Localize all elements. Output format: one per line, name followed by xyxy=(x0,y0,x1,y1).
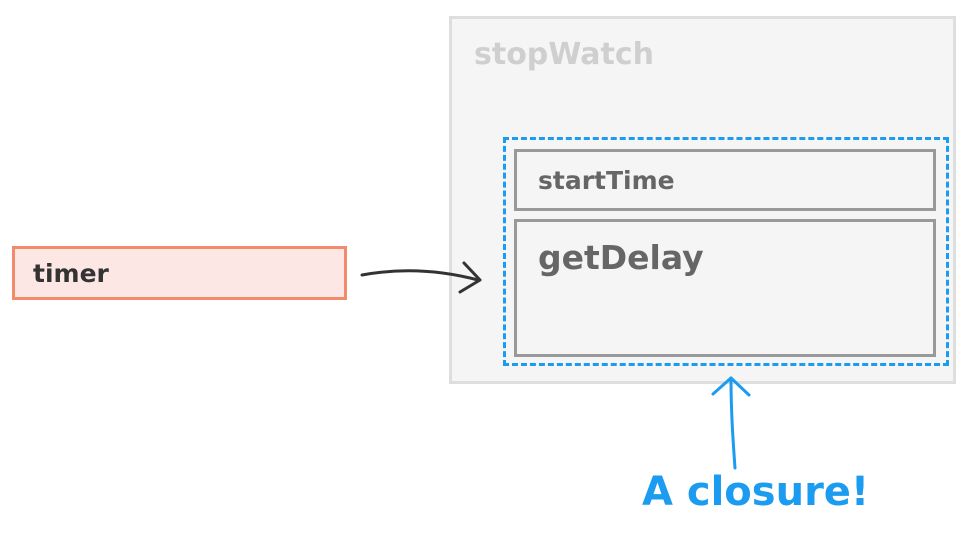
starttime-label: startTime xyxy=(538,166,675,195)
starttime-node: startTime xyxy=(514,149,936,211)
stopwatch-label: stopWatch xyxy=(474,37,655,72)
timer-node: timer xyxy=(12,246,347,300)
getdelay-label: getDelay xyxy=(538,238,704,277)
timer-label: timer xyxy=(33,259,109,288)
closure-annotation: A closure! xyxy=(642,469,870,515)
closure-boundary xyxy=(503,137,949,366)
getdelay-node: getDelay xyxy=(514,219,936,357)
closure-pointer-arrow xyxy=(729,376,737,470)
